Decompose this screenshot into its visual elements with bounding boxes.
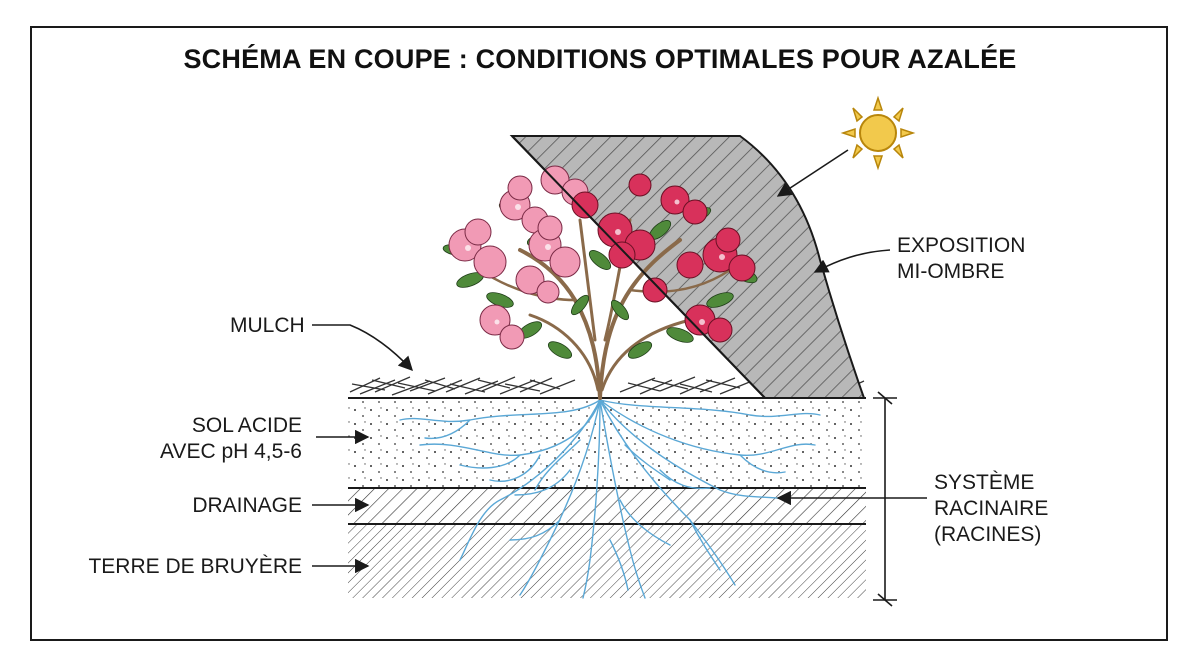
sun-ray-arrow [776, 149, 849, 197]
mulch-layer [348, 376, 866, 396]
label-systeme-line2: RACINAIRE [934, 497, 1048, 520]
label-drainage: DRAINAGE [192, 494, 302, 517]
shade-edge-line [511, 135, 766, 399]
root-depth-dimension [873, 391, 897, 607]
azalea-stems [478, 218, 732, 400]
flower-centers [465, 199, 725, 325]
label-systeme-line3: (RACINES) [934, 523, 1041, 546]
label-terre-de-bruyere: TERRE DE BRUYÈRE [88, 555, 302, 578]
diagram-title: SCHÉMA EN COUPE : CONDITIONS OPTIMALES P… [183, 44, 1017, 74]
azalea-flowers-pink [448, 165, 589, 350]
azalea-flowers-red [571, 173, 756, 343]
diagram-frame [30, 26, 1168, 641]
root-system [399, 399, 821, 599]
label-mulch: MULCH [230, 314, 305, 337]
label-exposition-line1: EXPOSITION [897, 234, 1025, 257]
label-sol-acide-line2: AVEC pH 4,5-6 [160, 440, 302, 463]
heath-soil-layer [348, 524, 866, 598]
label-systeme-line1: SYSTÈME [934, 471, 1034, 494]
label-exposition-line2: MI-OMBRE [897, 260, 1004, 283]
drainage-layer [348, 488, 866, 524]
mulch-arrow [312, 324, 413, 372]
sun-icon [840, 95, 916, 171]
label-sol-acide-line1: SOL ACIDE [192, 414, 302, 437]
exposition-arrow [813, 249, 891, 273]
